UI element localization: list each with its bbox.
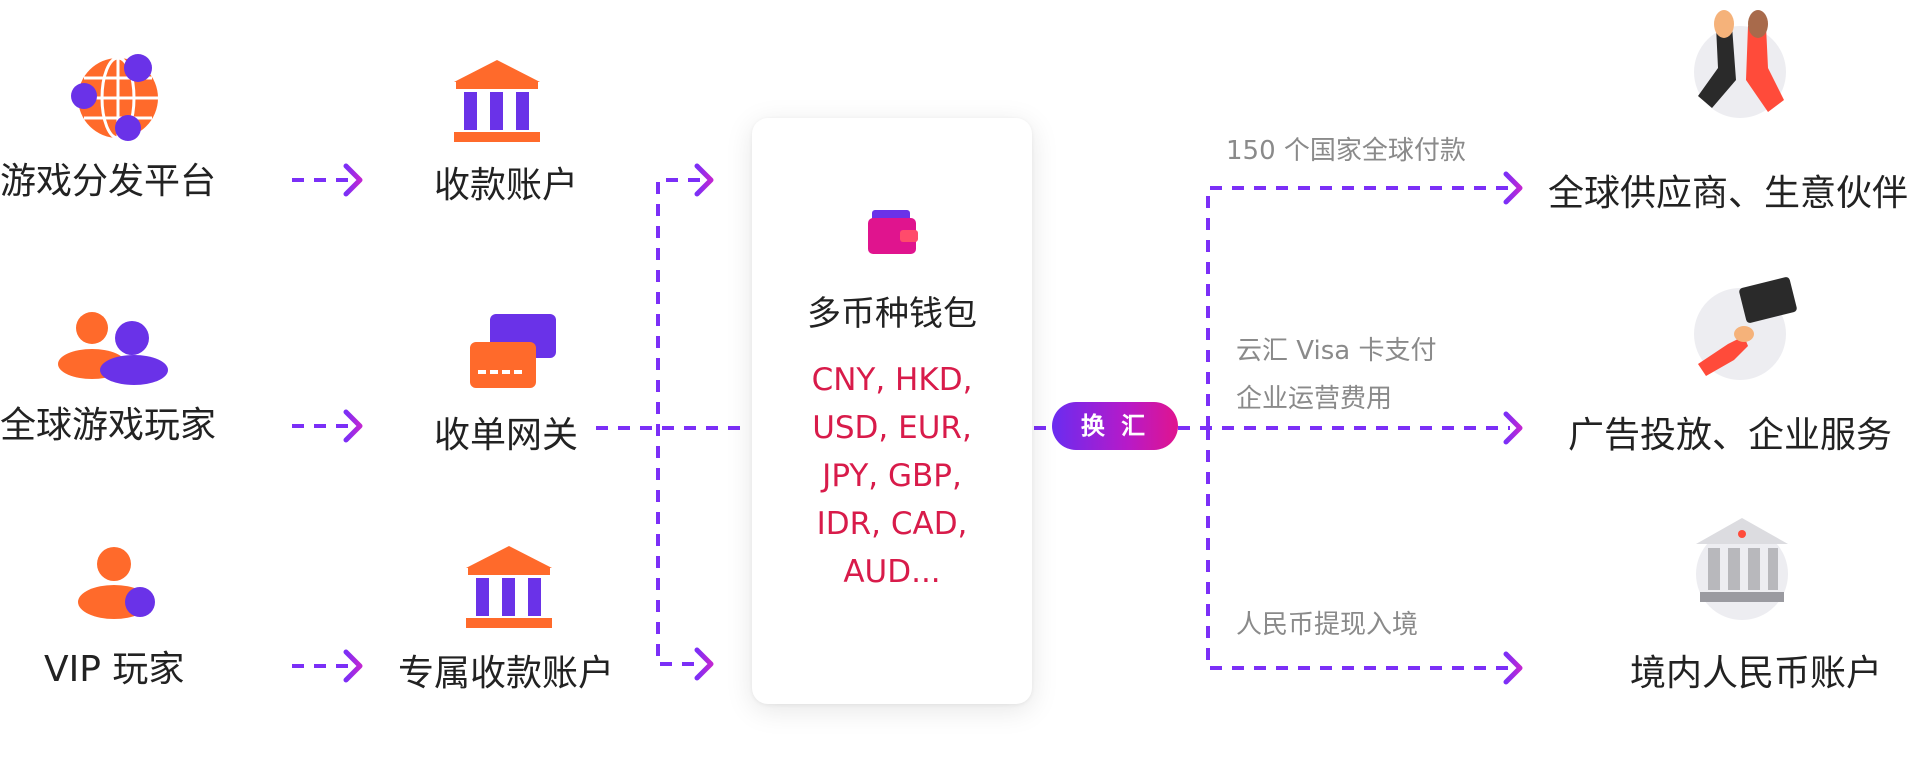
arrow-head — [1503, 171, 1523, 205]
connector-out-top — [1206, 186, 1510, 428]
account-label-gateway: 收单网关 — [434, 415, 579, 456]
globe-icon — [71, 54, 158, 141]
arrow-head — [694, 163, 714, 197]
caption-rmb-withdraw: 人民币提现入境 — [1236, 610, 1419, 640]
target-label-rmb-account: 境内人民币账户 — [1630, 653, 1883, 694]
caption-visa-card: 云汇 Visa 卡支付 — [1236, 336, 1437, 366]
connector-bus — [656, 178, 700, 666]
high-five-icon — [1694, 10, 1786, 118]
account-label-collection: 收款账户 — [434, 165, 579, 206]
exchange-button[interactable]: 换 汇 — [1052, 402, 1178, 450]
bank-icon — [454, 60, 540, 142]
target-label-suppliers: 全球供应商、生意伙伴 — [1548, 173, 1909, 214]
wallet-title: 多币种钱包 — [807, 294, 977, 334]
users-icon — [58, 312, 168, 385]
connector-out-bottom — [1206, 428, 1510, 670]
currency-list: CNY, HKD, USD, EUR, JPY, GBP, IDR, CAD, … — [811, 362, 973, 590]
caption-operating-costs: 企业运营费用 — [1236, 384, 1393, 414]
caption-global-payment: 150 个国家全球付款 — [1226, 136, 1466, 166]
card-hand-icon — [1694, 277, 1797, 380]
source-label-players: 全球游戏玩家 — [0, 405, 217, 446]
arrow-head — [1503, 411, 1523, 445]
arrow-head — [343, 409, 363, 443]
arrow-head — [694, 647, 714, 681]
arrow-head — [343, 649, 363, 683]
target-label-ads: 广告投放、企业服务 — [1568, 415, 1893, 456]
arrow-head — [1503, 651, 1523, 685]
bank-gray-icon — [1696, 518, 1788, 620]
source-label-distribution: 游戏分发平台 — [0, 161, 217, 202]
source-label-vip: VIP 玩家 — [44, 649, 185, 690]
bank-icon — [466, 546, 552, 628]
arrow-head — [343, 163, 363, 197]
vip-user-icon — [78, 547, 155, 619]
wallet-card: 多币种钱包 CNY, HKD, USD, EUR, JPY, GBP, IDR,… — [752, 118, 1032, 704]
account-label-dedicated: 专属收款账户 — [398, 653, 615, 694]
credit-card-icon — [470, 314, 556, 388]
wallet-icon — [868, 210, 918, 254]
